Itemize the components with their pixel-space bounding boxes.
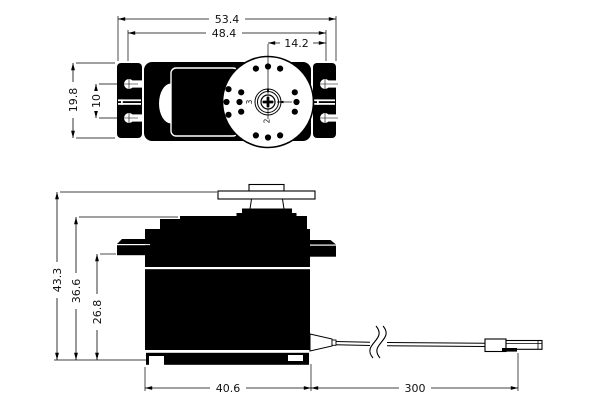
extension-lines: [127, 30, 327, 61]
horn-hub-cap: [248, 183, 285, 192]
mounting-flange-left: [117, 63, 142, 138]
flange-slit: [118, 103, 141, 105]
top-view: 3 2 53.4 48.4 14.2: [67, 13, 338, 149]
dim-horn-offset: 14.2: [268, 37, 326, 50]
disc-holes: [223, 63, 300, 141]
hub-label-side-text: 3: [245, 99, 254, 104]
flange-left-top-face: [117, 239, 151, 244]
motor-arc: [159, 83, 171, 124]
dim-53-4-text: 53.4: [215, 13, 240, 26]
dim-body-height: 26.8: [91, 253, 116, 360]
dim-48-4-text: 48.4: [212, 27, 237, 40]
dim-cable-length: 300: [311, 353, 519, 395]
dim-body-length: 40.6: [144, 364, 312, 395]
leader-arrow: [277, 100, 284, 104]
extension-lines: [76, 62, 115, 139]
dim-36-6-text: 36.6: [70, 279, 83, 304]
hole-centerlines: [121, 75, 138, 127]
side-view: 43.3 36.6 26.8 40.6: [51, 183, 543, 395]
horn-arm: [217, 190, 316, 200]
dim-40-6-text: 40.6: [216, 382, 241, 395]
servo-case-side: [117, 216, 336, 365]
text-mask: [210, 382, 246, 394]
cable-break-right: [376, 325, 387, 359]
text-mask: [209, 13, 245, 25]
hole-centerlines: [317, 75, 338, 127]
base-notch-left: [149, 356, 164, 365]
spline-step-1: [242, 208, 292, 214]
case-seam: [145, 267, 310, 270]
flange-slit: [314, 103, 335, 105]
dim-43-3-text: 43.3: [51, 268, 64, 293]
mounting-flange-right: [313, 63, 338, 138]
dim-10-text: 10: [90, 94, 103, 108]
connector-plug: [505, 339, 543, 350]
horn-disc: 3 2: [221, 44, 315, 149]
screw-cross: [262, 100, 274, 104]
flange-right-side: [310, 245, 336, 257]
connector-latch: [502, 348, 517, 352]
cable-assembly: [309, 325, 543, 359]
text-mask: [67, 82, 79, 118]
case-body: [145, 229, 310, 350]
dim-300-text: 300: [405, 382, 426, 395]
cable-grommet: [309, 333, 333, 352]
cable-boot: [331, 339, 337, 346]
dim-26-8-text: 26.8: [91, 300, 104, 325]
cable-break-left: [369, 325, 380, 359]
gear-cap: [180, 216, 307, 231]
dim-flange-width: 19.8: [67, 62, 115, 139]
flange-slit: [118, 99, 141, 102]
flange-left-side: [117, 245, 145, 256]
extension-lines: [99, 83, 120, 119]
dim-14-2-text: 14.2: [284, 37, 309, 50]
spline-step-2: [236, 213, 297, 218]
text-mask: [399, 382, 431, 394]
flange-slit: [121, 99, 123, 105]
flange-slit: [314, 99, 335, 102]
dim-19-8-text: 19.8: [67, 88, 80, 113]
base-plate: [146, 352, 309, 365]
dim-overall-length: 53.4: [117, 13, 337, 61]
dim-case-top-height: 36.6: [70, 216, 178, 360]
text-mask: [91, 294, 103, 330]
dim-hole-span: 48.4: [127, 27, 327, 61]
extension-lines: [117, 16, 337, 61]
flange-right-top-face: [310, 240, 336, 245]
text-mask: [51, 262, 63, 298]
hub-label-side: 3: [245, 99, 254, 104]
text-mask: [206, 27, 242, 39]
hub-label-bottom-text: 2: [263, 118, 272, 123]
text-mask: [90, 91, 102, 111]
flange-slit: [317, 99, 319, 105]
text-mask: [280, 37, 313, 49]
base-notch-right: [288, 355, 303, 361]
cable-lines: [335, 341, 486, 347]
text-mask: [70, 273, 82, 309]
dim-hole-spacing: 10: [90, 83, 120, 119]
centerline-arrow: [266, 88, 270, 95]
hub-label-bottom: 2: [263, 118, 272, 123]
output-shaft: [249, 198, 285, 210]
dim-total-height: 43.3: [51, 191, 217, 360]
horn-assembly-side: [217, 183, 316, 218]
